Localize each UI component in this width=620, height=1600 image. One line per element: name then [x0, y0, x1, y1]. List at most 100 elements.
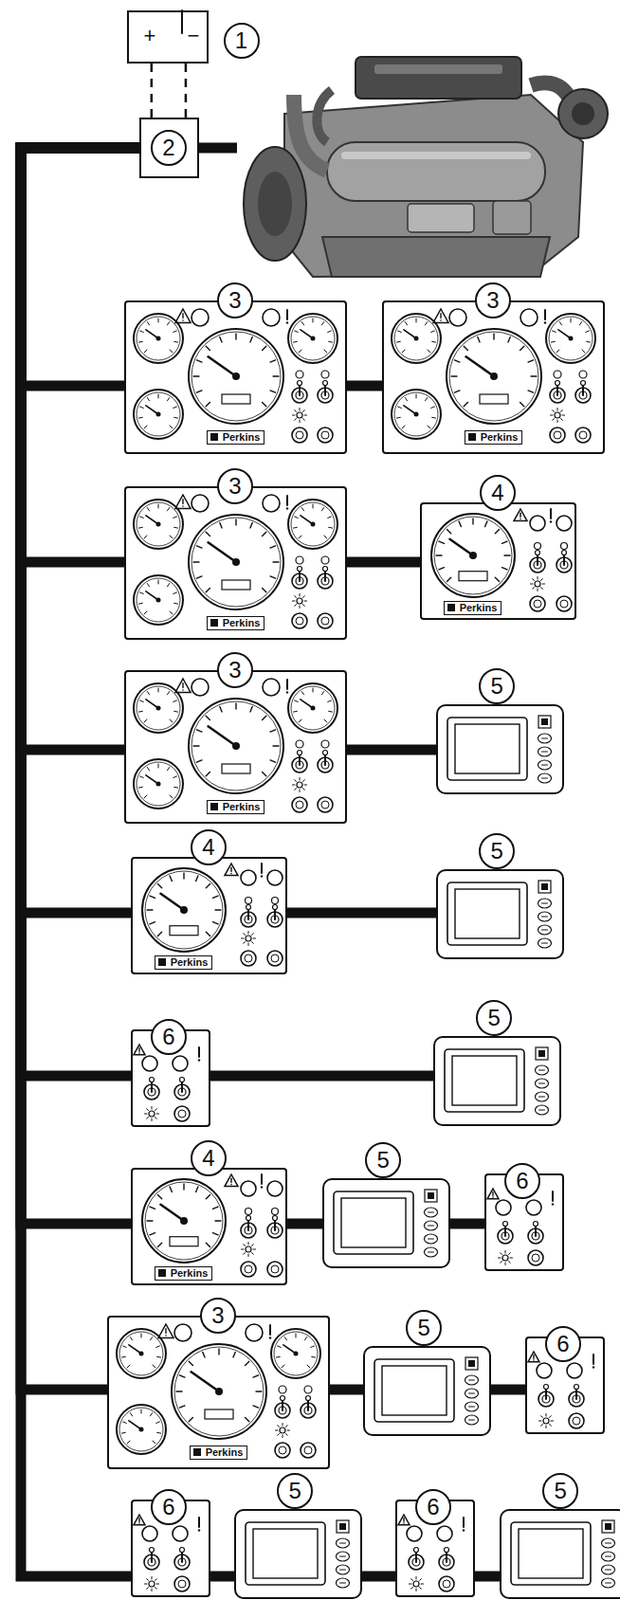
panel-artwork-part	[272, 904, 277, 910]
panel-artwork	[433, 1036, 562, 1127]
panel-artwork-part	[310, 1355, 315, 1358]
panel-artwork-part	[544, 310, 547, 320]
brand-label: Perkins	[154, 955, 214, 970]
panel-artwork-part	[218, 336, 221, 343]
panel-artwork-part	[537, 898, 551, 909]
panel-artwork-part	[434, 516, 512, 595]
bus-wire	[474, 1571, 500, 1583]
display-unit: 5	[234, 1509, 363, 1600]
panel-artwork-part	[269, 1325, 272, 1335]
panel-artwork-part	[430, 405, 435, 408]
panel-artwork-part	[519, 401, 524, 406]
panel-artwork-part	[235, 703, 237, 710]
battery: +−1	[127, 10, 209, 64]
panel-artwork-part	[139, 329, 144, 332]
panel-artwork-part	[212, 1206, 219, 1209]
panel-artwork-part	[436, 554, 442, 556]
panel-artwork-part	[540, 586, 543, 589]
panel-artwork-part	[298, 419, 300, 423]
panel-artwork-part	[196, 729, 202, 731]
panel-artwork-part	[291, 613, 308, 629]
panel-artwork-part	[464, 1402, 478, 1412]
callout-number: 4	[201, 1147, 215, 1170]
panel-artwork-part	[601, 1538, 615, 1549]
callout-number: 5	[491, 674, 504, 698]
panel-artwork-part	[298, 777, 300, 781]
panel-artwork-part	[169, 349, 173, 353]
panel-artwork-part	[296, 782, 303, 788]
heat-exchanger-shine	[341, 151, 531, 160]
callout-number: 3	[211, 1304, 224, 1328]
panel-artwork-part	[437, 541, 444, 544]
display-unit: 5	[436, 704, 565, 795]
panel-artwork-part	[446, 577, 451, 582]
panel-artwork-part	[545, 1425, 547, 1429]
panel-artwork-part	[541, 883, 548, 891]
panel-artwork-part	[582, 349, 585, 353]
panel-artwork-part	[230, 872, 233, 875]
panel-artwork-part	[402, 1522, 405, 1525]
panel-artwork-part	[205, 1194, 210, 1199]
panel-artwork-part	[253, 937, 256, 939]
panel-artwork-part	[259, 1185, 262, 1188]
panel-artwork-part	[534, 1092, 548, 1102]
panel-artwork-part	[232, 372, 240, 381]
panel-artwork-part	[394, 392, 438, 437]
panel-artwork-part	[155, 335, 161, 341]
panel-artwork-part	[193, 375, 200, 377]
panel-artwork-part	[531, 578, 534, 581]
panel-artwork-part	[310, 521, 315, 527]
callout-number: 6	[426, 1495, 439, 1519]
panel-artwork-part	[396, 416, 401, 419]
panel-artwork-part	[198, 1047, 201, 1058]
panel-artwork-part	[317, 613, 333, 629]
callout-circle: 6	[150, 1019, 187, 1056]
panel-artwork-part	[504, 554, 511, 556]
panel-artwork-part	[530, 375, 537, 377]
panel-artwork-part	[198, 1517, 201, 1528]
panel-artwork-part	[442, 1580, 451, 1588]
panel-artwork-part	[148, 1111, 155, 1117]
panel-artwork-part	[262, 678, 280, 696]
brand-logo	[158, 958, 166, 967]
panel-artwork-part	[548, 316, 593, 361]
oil-filter	[492, 200, 531, 235]
panel-artwork-part	[260, 863, 263, 874]
panel-artwork-part	[215, 909, 221, 911]
panel-artwork-part	[534, 581, 541, 587]
panel-artwork-part	[155, 1345, 160, 1348]
panel-artwork-part	[230, 867, 232, 872]
panel-artwork-part	[240, 937, 244, 939]
panel-artwork-part	[415, 1576, 417, 1580]
panel-artwork-part	[212, 921, 219, 924]
panel-artwork-part	[538, 1420, 542, 1422]
panel-artwork-part	[541, 718, 548, 726]
panel-artwork-part	[484, 520, 487, 527]
panel-artwork-part	[461, 1529, 464, 1532]
callout-number: 5	[488, 1006, 501, 1030]
panel-artwork-part	[601, 1551, 615, 1562]
panel-artwork-part	[182, 505, 184, 508]
panel-artwork-part	[492, 1196, 494, 1199]
panel-artwork-part	[155, 781, 161, 786]
panel-artwork-part	[205, 931, 210, 936]
panel-artwork-part	[157, 580, 159, 584]
panel-artwork-part	[534, 549, 540, 555]
panel-artwork-part	[336, 1520, 349, 1533]
callout-circle: 5	[405, 1310, 442, 1347]
panel-artwork-part	[155, 411, 161, 417]
panel-artwork-part	[169, 611, 173, 615]
panel-artwork-part	[541, 750, 548, 752]
callout-number: 5	[377, 1148, 390, 1172]
panel-artwork-part	[413, 1581, 420, 1587]
panel-artwork-part	[549, 427, 566, 443]
panel-artwork-part	[298, 605, 300, 609]
panel-artwork-part	[221, 394, 251, 404]
panel-artwork-part	[182, 1184, 184, 1190]
panel-artwork-part	[302, 603, 305, 606]
panel-artwork-part	[140, 1409, 142, 1414]
panel-artwork-part	[173, 340, 178, 343]
panel-artwork-part	[276, 1424, 279, 1427]
panel-artwork-part	[532, 1359, 535, 1362]
